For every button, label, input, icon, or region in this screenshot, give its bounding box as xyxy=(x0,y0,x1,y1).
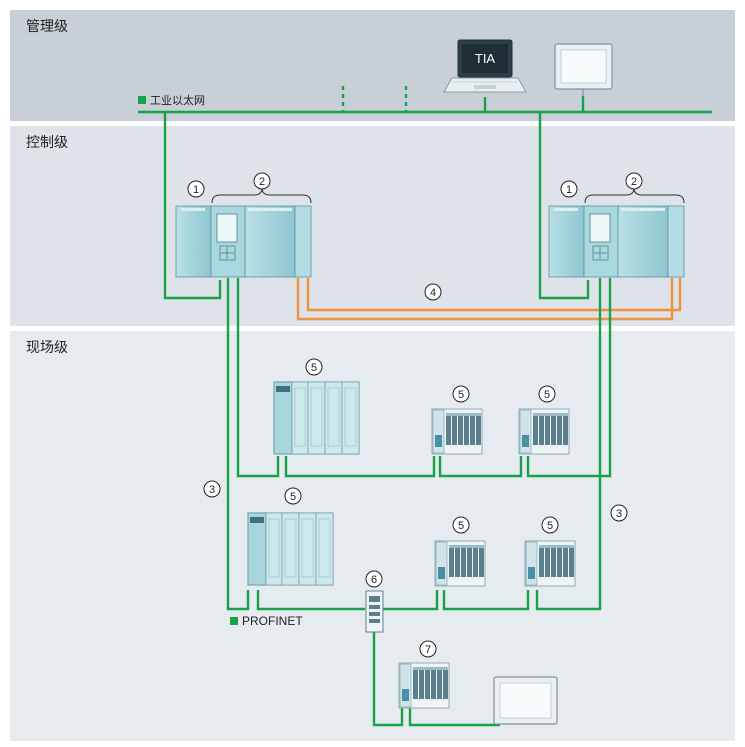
callout-circle-2-right xyxy=(625,172,643,190)
callout-5-station-lower-2: 5 xyxy=(547,520,553,532)
callout-5-rack-lower: 5 xyxy=(290,491,296,503)
ethernet-legend-label: 工业以太网 xyxy=(150,94,205,107)
management-level-zone: 管理级 xyxy=(10,10,735,121)
io-rack-lower xyxy=(247,512,334,586)
network-switch xyxy=(365,590,384,633)
callout-circle-5-rack-upper xyxy=(305,358,323,376)
io-station-bottom xyxy=(398,662,450,709)
callout-circle-3-left xyxy=(203,480,221,498)
callout-5-station-upper-2: 5 xyxy=(544,389,550,401)
io-station-upper-1 xyxy=(431,408,483,455)
callout-circle-5-station-lower-1 xyxy=(452,516,470,534)
network-extension-dots xyxy=(341,86,408,112)
callout-circle-5-station-upper-2 xyxy=(538,385,556,403)
callout-circle-2-left xyxy=(253,172,271,190)
brace-right xyxy=(584,187,685,204)
callout-circle-3-right xyxy=(610,504,628,522)
callout-2-left: 2 xyxy=(259,176,265,188)
callout-6: 6 xyxy=(371,574,377,586)
callout-circle-7 xyxy=(419,640,437,658)
callout-3-right: 3 xyxy=(616,508,622,520)
callout-5-station-lower-1: 5 xyxy=(458,520,464,532)
io-rack-upper xyxy=(273,381,360,455)
controller-left xyxy=(175,205,312,278)
io-station-lower-2 xyxy=(524,540,576,587)
callout-5-station-upper-1: 5 xyxy=(458,389,464,401)
callout-4: 4 xyxy=(430,287,436,299)
hmi-panel-field xyxy=(493,676,558,725)
field-level-title: 现场级 xyxy=(26,340,68,356)
industrial-ethernet-lines xyxy=(138,96,712,300)
callout-7: 7 xyxy=(425,644,431,656)
callout-circle-5-rack-lower xyxy=(284,487,302,505)
brace-left xyxy=(211,187,312,204)
callout-5-rack-upper: 5 xyxy=(311,362,317,374)
field-level-zone: 现场级 xyxy=(10,331,735,741)
redundancy-sync-links xyxy=(296,278,682,321)
callout-2-right: 2 xyxy=(631,176,637,188)
callout-circle-5-station-upper-1 xyxy=(452,385,470,403)
callout-1-right: 1 xyxy=(566,184,572,196)
callout-circle-6 xyxy=(365,570,383,588)
laptop-screen-text: TIA xyxy=(475,51,496,66)
callout-circle-1-right xyxy=(560,180,578,198)
controller-right xyxy=(548,205,685,278)
tia-laptop: TIA xyxy=(443,39,527,93)
callout-1-left: 1 xyxy=(193,184,199,196)
callout-circle-4 xyxy=(424,283,442,301)
io-station-upper-2 xyxy=(518,408,570,455)
ethernet-legend-square xyxy=(138,96,146,104)
profinet-legend-label: PROFINET xyxy=(242,614,303,628)
management-level-title: 管理级 xyxy=(26,19,68,35)
control-level-title: 控制级 xyxy=(26,135,68,151)
callout-circle-5-station-lower-2 xyxy=(541,516,559,534)
callout-3-left: 3 xyxy=(209,484,215,496)
callout-circle-1-left xyxy=(187,180,205,198)
io-station-lower-1 xyxy=(434,540,486,587)
profinet-lines xyxy=(226,278,612,727)
hmi-panel-management xyxy=(554,43,613,96)
profinet-legend-square xyxy=(230,617,238,625)
